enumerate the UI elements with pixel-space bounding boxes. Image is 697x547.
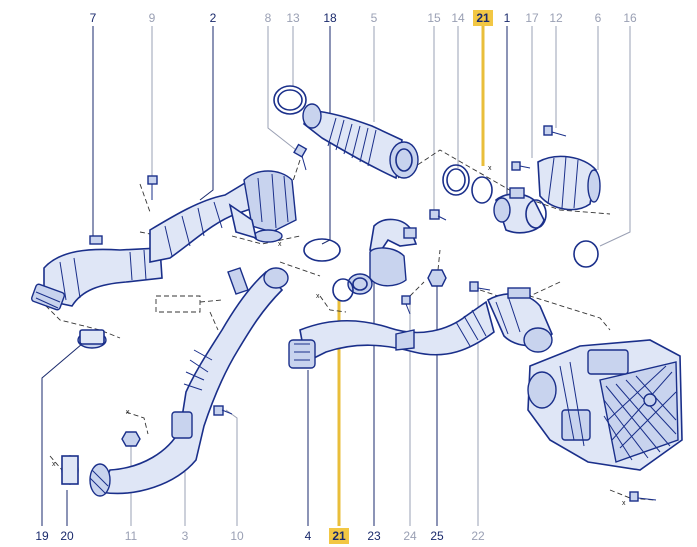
leader-16 xyxy=(599,26,631,247)
callout-c9[interactable]: 9 xyxy=(149,11,156,25)
leader-2 xyxy=(199,26,214,201)
screw-24 xyxy=(401,295,411,315)
svg-text:x: x xyxy=(126,409,130,416)
callouts-bottom: 19 20 11 3 10 4 21 23 24 25 22 xyxy=(35,528,485,544)
clamp-13 xyxy=(273,85,307,115)
bolt-9 xyxy=(147,175,158,200)
svg-text:x: x xyxy=(278,241,282,248)
bolt-22 xyxy=(469,281,491,292)
callout-c23[interactable]: 23 xyxy=(367,529,381,543)
pipe-4 xyxy=(288,300,495,369)
nut-11 xyxy=(121,431,141,447)
bolt-bottom-right xyxy=(629,491,657,502)
callout-highlight-c21t xyxy=(473,10,493,26)
air-flow-meter-1 xyxy=(493,187,547,234)
housing-23 xyxy=(347,218,418,295)
svg-text:x: x xyxy=(52,461,56,468)
callout-c2[interactable]: 2 xyxy=(210,11,217,25)
bellows-5 xyxy=(302,103,419,180)
seal-16 xyxy=(573,240,599,268)
callout-c6[interactable]: 6 xyxy=(595,11,602,25)
pipe-2 xyxy=(149,170,297,263)
callout-c24[interactable]: 24 xyxy=(403,529,417,543)
leader-19 xyxy=(41,343,83,526)
seal-21-bottom xyxy=(332,278,354,302)
svg-text:x: x xyxy=(622,500,626,507)
callout-c22[interactable]: 22 xyxy=(471,529,485,543)
callout-c15[interactable]: 15 xyxy=(427,11,441,25)
svg-text:x: x xyxy=(488,165,492,172)
duct-7 xyxy=(30,235,163,311)
callout-c20[interactable]: 20 xyxy=(60,529,74,543)
callout-c14[interactable]: 14 xyxy=(451,11,465,25)
bolt-10 xyxy=(213,405,233,416)
hose-6 xyxy=(537,155,601,211)
leader-8 xyxy=(267,26,297,151)
leader-10 xyxy=(225,409,238,526)
clamp-14 xyxy=(442,164,470,196)
callout-highlight-c21b xyxy=(329,528,349,544)
svg-text:x: x xyxy=(316,293,320,300)
callout-c4[interactable]: 4 xyxy=(305,529,312,543)
bolt-17 xyxy=(511,161,531,171)
callout-c13[interactable]: 13 xyxy=(286,11,300,25)
callout-c21b[interactable]: 21 xyxy=(332,529,346,543)
callout-c7[interactable]: 7 xyxy=(90,11,97,25)
bolt-8 xyxy=(293,143,308,171)
duct-right xyxy=(486,287,553,353)
callout-c16[interactable]: 16 xyxy=(623,11,637,25)
callout-c5[interactable]: 5 xyxy=(371,11,378,25)
callout-c19[interactable]: 19 xyxy=(35,529,49,543)
bolt-12 xyxy=(543,125,567,137)
leader-7 xyxy=(92,26,101,241)
nut-25 xyxy=(427,269,447,287)
callout-c17[interactable]: 17 xyxy=(525,11,539,25)
pipe-3 xyxy=(89,267,289,497)
dimension-marks: x x x x x x xyxy=(52,165,626,507)
callout-c8[interactable]: 8 xyxy=(265,11,272,25)
clamp-19 xyxy=(77,329,107,349)
turbo-assembly xyxy=(527,339,683,471)
bolt-15 xyxy=(429,209,447,221)
callouts-top: 7 9 2 8 13 18 5 15 14 21 1 17 12 6 16 xyxy=(90,10,637,26)
callout-c1[interactable]: 1 xyxy=(504,11,511,25)
callout-c11[interactable]: 11 xyxy=(125,529,138,543)
seal-21-top xyxy=(471,176,493,204)
callout-c12[interactable]: 12 xyxy=(549,11,563,25)
callout-c21t[interactable]: 21 xyxy=(476,11,490,25)
callout-c3[interactable]: 3 xyxy=(182,529,189,543)
callout-c10[interactable]: 10 xyxy=(230,529,244,543)
callout-c25[interactable]: 25 xyxy=(430,529,444,543)
callout-c18[interactable]: 18 xyxy=(323,11,337,25)
clamp-20 xyxy=(61,455,79,485)
gasket-18 xyxy=(303,238,341,262)
